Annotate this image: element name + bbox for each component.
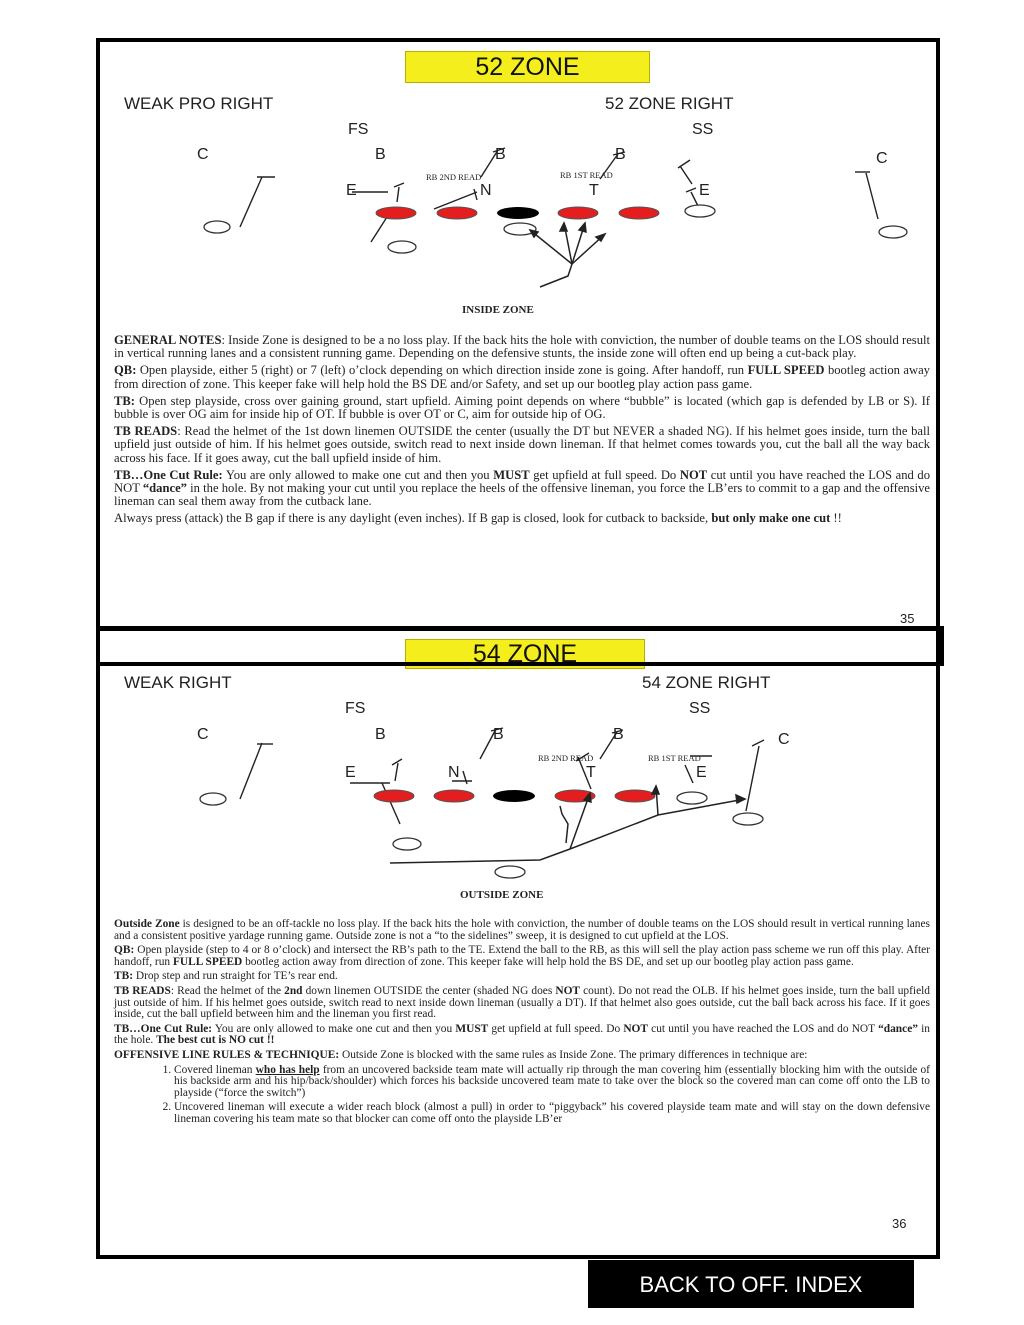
formation-right-label: 52 ZONE RIGHT bbox=[605, 94, 733, 113]
coaching-notes: GENERAL NOTES: Inside Zone is designed t… bbox=[114, 333, 931, 530]
corner-left-label: C bbox=[197, 146, 209, 163]
nose-label: N bbox=[448, 764, 460, 781]
general-notes: GENERAL NOTES: Inside Zone is designed t… bbox=[114, 333, 931, 361]
back-to-offense-index-button[interactable]: BACK TO OFF. INDEX bbox=[588, 1260, 914, 1308]
backer-2-label: B bbox=[495, 146, 506, 163]
formation-right-label: 54 ZONE RIGHT bbox=[642, 673, 770, 692]
play-name: INSIDE ZONE bbox=[462, 304, 534, 316]
rb-oval bbox=[494, 865, 526, 879]
tackle-label: T bbox=[589, 182, 599, 199]
inside-zone-diagram: WEAK PRO RIGHT 52 ZONE RIGHT FS SS C B B… bbox=[124, 94, 908, 316]
page-title: 52 ZONE bbox=[405, 51, 650, 83]
defense-markers bbox=[239, 147, 879, 243]
rb-2nd-read-label: RB 2ND READ bbox=[426, 172, 481, 182]
rb-1st-read-label: RB 1ST READ bbox=[648, 753, 701, 763]
end-left-label: E bbox=[346, 182, 357, 199]
ol-rules: OFFENSIVE LINE RULES & TECHNIQUE: Outsid… bbox=[114, 1048, 808, 1061]
formation-left-label: WEAK RIGHT bbox=[124, 673, 232, 692]
end-right-label: E bbox=[696, 764, 707, 781]
fs-label: FS bbox=[348, 121, 368, 138]
press-note: Always press (attack) the B gap if there… bbox=[114, 511, 842, 526]
nose-label: N bbox=[480, 182, 492, 199]
page-number: 36 bbox=[892, 1216, 907, 1231]
defense-ovals bbox=[199, 791, 764, 851]
tackle-label: T bbox=[586, 764, 596, 781]
page-number: 35 bbox=[900, 611, 915, 626]
outside-zone-notes: Outside Zone is designed to be an off-ta… bbox=[114, 918, 930, 942]
corner-right-label: C bbox=[778, 731, 790, 748]
tb-notes: TB: Open step playside, cross over gaini… bbox=[114, 393, 930, 422]
offensive-line bbox=[375, 206, 660, 220]
rb-1st-read-label: RB 1ST READ bbox=[560, 170, 613, 180]
formation-left-label: WEAK PRO RIGHT bbox=[124, 94, 273, 113]
defense-ovals bbox=[203, 204, 908, 254]
defense-markers bbox=[239, 727, 765, 825]
tb-reads-notes: TB READS: Read the helmet of the 2nd dow… bbox=[114, 984, 930, 1021]
tb-notes: TB: Drop step and run straight for TE’s … bbox=[114, 970, 338, 983]
rb-2nd-read-label: RB 2ND READ bbox=[538, 753, 593, 763]
end-right-label: E bbox=[699, 182, 710, 199]
general-notes-label: GENERAL NOTES bbox=[114, 333, 222, 347]
end-left-label: E bbox=[345, 764, 356, 781]
corner-right-label: C bbox=[876, 150, 888, 167]
one-cut-rule: TB…One Cut Rule: You are only allowed to… bbox=[114, 1022, 930, 1047]
backer-3-label: B bbox=[613, 726, 624, 743]
ss-label: SS bbox=[689, 700, 710, 717]
outside-zone-diagram: WEAK RIGHT 54 ZONE RIGHT FS SS C B B B C… bbox=[124, 673, 790, 901]
qb-notes: QB: Open playside (step to 4 or 8 o’cloc… bbox=[114, 944, 930, 968]
list-item: Covered lineman who has help from an unc… bbox=[174, 1064, 930, 1100]
ol-technique-list: Covered lineman who has help from an unc… bbox=[114, 1064, 930, 1126]
backer-1-label: B bbox=[375, 726, 386, 743]
page-36: 54 ZONE WEAK RIGHT 54 ZONE RIGHT FS SS C… bbox=[96, 627, 940, 1259]
backer-1-label: B bbox=[375, 146, 386, 163]
rb-paths bbox=[389, 784, 747, 864]
fs-label: FS bbox=[345, 700, 365, 717]
tb-reads-notes: TB READS: Read the helmet of the 1st dow… bbox=[114, 424, 930, 465]
play-name: OUTSIDE ZONE bbox=[460, 889, 543, 901]
corner-left-label: C bbox=[197, 726, 209, 743]
ss-label: SS bbox=[692, 121, 713, 138]
backer-3-label: B bbox=[615, 146, 626, 163]
offensive-line bbox=[373, 789, 656, 803]
list-item: Uncovered lineman will execute a wider r… bbox=[174, 1102, 930, 1125]
one-cut-rule: TB…One Cut Rule: You are only allowed to… bbox=[114, 467, 931, 509]
backer-2-label: B bbox=[493, 726, 504, 743]
page-35: 52 ZONE WEAK PRO RIGHT 52 ZONE RIGHT FS … bbox=[96, 38, 940, 666]
rb-paths bbox=[528, 221, 607, 288]
coaching-notes: Outside Zone is designed to be an off-ta… bbox=[114, 918, 930, 1129]
qb-notes: QB: Open playside, either 5 (right) or 7… bbox=[114, 363, 930, 391]
